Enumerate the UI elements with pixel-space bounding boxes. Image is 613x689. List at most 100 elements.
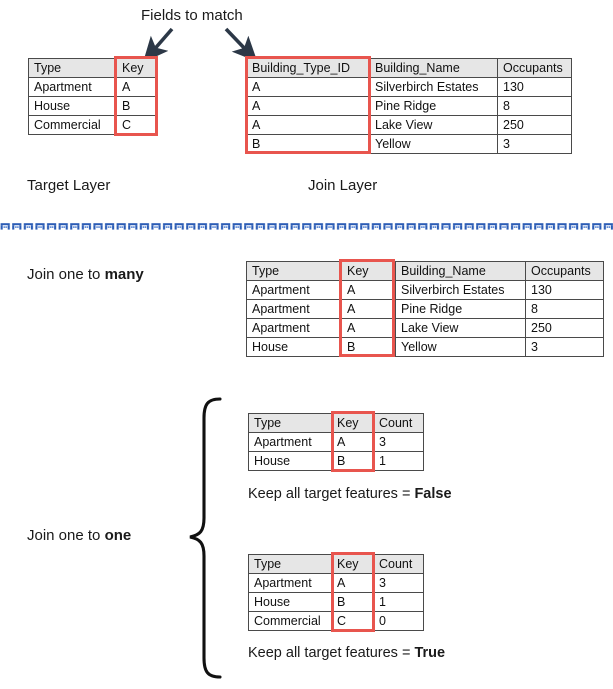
table-cell: A [116,77,157,97]
arrow-to-join-key [224,27,258,62]
table-cell: B [341,337,396,357]
one-to-one-false-table: Type Key Count Apartment A 3 House B 1 [248,413,424,471]
column-header: Building_Type_ID [246,58,370,78]
column-header: Key [331,413,374,433]
one-to-one-true-table: Type Key Count Apartment A 3 House B 1 C… [248,554,424,631]
table-cell: A [341,318,396,338]
one-to-many-table: Type Key Building_Name Occupants Apartme… [246,261,604,357]
table-cell: 8 [497,96,572,116]
table-cell: 250 [497,115,572,135]
table-cell: Pine Ridge [395,299,526,319]
table-cell: 8 [525,299,604,319]
table-cell: A [341,299,396,319]
table-row: House B 1 [248,592,424,612]
column-header: Key [331,554,374,574]
table-cell: Commercial [248,611,332,631]
table-header-row: Type Key Count [248,554,424,574]
table-cell: C [331,611,374,631]
table-cell: House [248,451,332,471]
table-row: Apartment A 3 [248,432,424,452]
table-cell: House [246,337,342,357]
keep-all-true-caption: Keep all target features = True [248,645,445,662]
table-cell: C [116,115,157,135]
table-cell: B [246,134,370,154]
table-cell: B [116,96,157,116]
join-one-to-one-prefix: Join one to [27,527,105,544]
table-cell: Apartment [28,77,117,97]
join-one-to-one-label: Join one to one [27,527,131,545]
join-one-to-many-prefix: Join one to [27,266,105,283]
table-cell: B [331,592,374,612]
table-row: Commercial C 0 [248,611,424,631]
join-one-to-many-emphasis: many [104,266,144,283]
table-row: A Pine Ridge 8 [246,96,572,116]
table-row: Apartment A 3 [248,573,424,593]
join-layer-label: Join Layer [308,177,378,194]
column-header: Occupants [525,261,604,281]
table-header-row: Type Key [28,58,157,78]
table-cell: 1 [373,451,424,471]
table-row: A Lake View 250 [246,115,572,135]
keep-all-true-value: True [414,645,446,661]
table-cell: Yellow [369,134,498,154]
table-cell: A [246,96,370,116]
arrow-to-target-key [143,27,174,63]
table-row: Apartment A Silverbirch Estates 130 [246,280,604,300]
column-header: Key [341,261,396,281]
table-row: House B 1 [248,451,424,471]
column-header: Count [373,554,424,574]
table-cell: Apartment [246,280,342,300]
section-divider [0,222,613,232]
table-cell: House [248,592,332,612]
table-cell: Apartment [248,573,332,593]
table-cell: 130 [497,77,572,97]
target-layer-label: Target Layer [27,177,111,194]
grouping-brace [189,397,222,679]
column-header: Occupants [497,58,572,78]
table-header-row: Building_Type_ID Building_Name Occupants [246,58,572,78]
table-cell: 3 [525,337,604,357]
table-row: House B Yellow 3 [246,337,604,357]
join-layer-table-wrapper: Building_Type_ID Building_Name Occupants… [246,58,572,154]
table-cell: Yellow [395,337,526,357]
table-row: House B [28,96,157,116]
table-cell: B [331,451,374,471]
column-header: Building_Name [369,58,498,78]
join-one-to-one-emphasis: one [104,527,132,544]
table-row: A Silverbirch Estates 130 [246,77,572,97]
table-cell: A [341,280,396,300]
keep-all-false-prefix: Keep all target features = [248,486,415,502]
table-row: Apartment A [28,77,157,97]
fields-to-match-label: Fields to match [141,7,243,24]
table-cell: A [331,573,374,593]
join-one-to-many-label: Join one to many [27,266,144,284]
table-cell: Apartment [248,432,332,452]
table-cell: Lake View [395,318,526,338]
table-cell: Apartment [246,318,342,338]
table-cell: 0 [373,611,424,631]
column-header: Type [246,261,342,281]
column-header: Key [116,58,157,78]
column-header: Type [248,554,332,574]
column-header: Type [248,413,332,433]
table-cell: House [28,96,117,116]
fields-to-match-arrows [143,27,258,63]
table-cell: A [246,115,370,135]
one-to-one-true-table-wrapper: Type Key Count Apartment A 3 House B 1 C… [248,554,424,631]
table-row: Apartment A Lake View 250 [246,318,604,338]
keep-all-false-value: False [414,486,452,502]
table-cell: Commercial [28,115,117,135]
table-cell: 1 [373,592,424,612]
table-row: Commercial C [28,115,157,135]
column-header: Building_Name [395,261,526,281]
table-cell: A [331,432,374,452]
keep-all-true-prefix: Keep all target features = [248,645,415,661]
table-cell: Silverbirch Estates [395,280,526,300]
keep-all-false-caption: Keep all target features = False [248,486,452,503]
join-layer-table: Building_Type_ID Building_Name Occupants… [246,58,572,154]
one-to-many-table-wrapper: Type Key Building_Name Occupants Apartme… [246,261,604,357]
table-cell: 250 [525,318,604,338]
table-cell: Apartment [246,299,342,319]
table-header-row: Type Key Building_Name Occupants [246,261,604,281]
table-cell: 3 [373,573,424,593]
